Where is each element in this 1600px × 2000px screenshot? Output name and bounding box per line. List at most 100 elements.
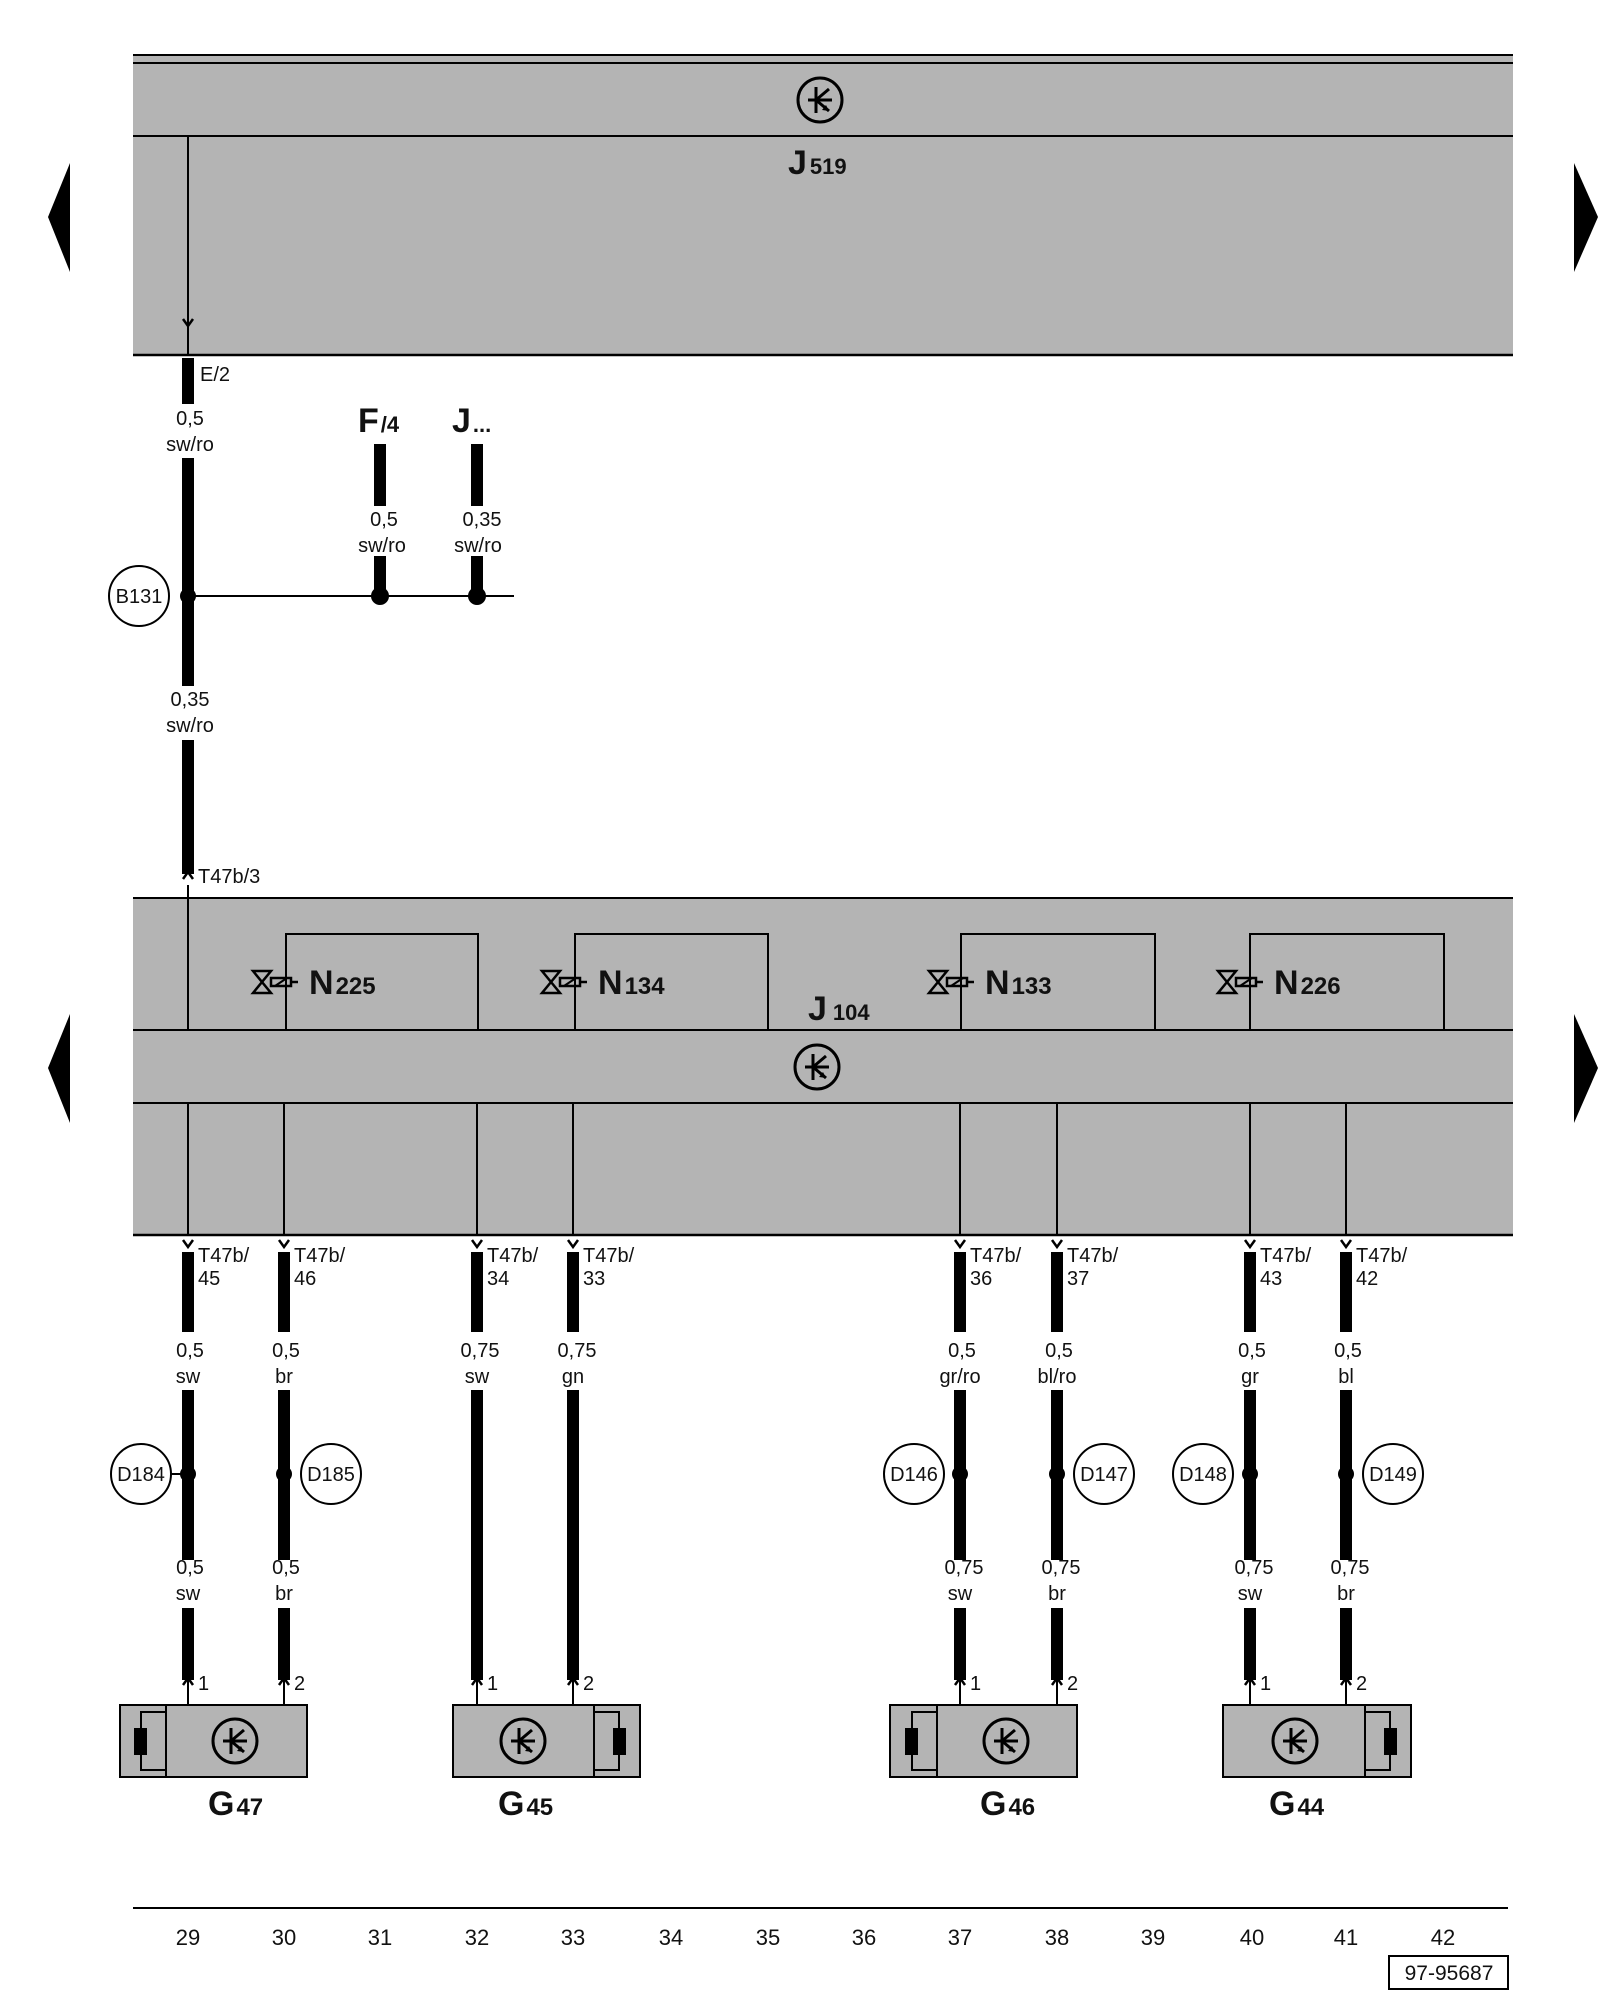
wire-size: 0,35 bbox=[463, 509, 502, 531]
upper-wiring: E/2 0,5 sw/ro F/4 J... 0,5 sw/ro 0,35 sw… bbox=[108, 136, 514, 888]
svg-text:T47b/: T47b/ bbox=[294, 1245, 346, 1267]
valve-n134: N134 bbox=[540, 933, 769, 1031]
wire-size: 0,75 bbox=[461, 1340, 500, 1362]
wire-color: sw bbox=[176, 1366, 201, 1388]
svg-text:30: 30 bbox=[272, 1925, 296, 1950]
wire-size: 0,5 bbox=[176, 1340, 204, 1362]
splice-b131 bbox=[108, 565, 170, 627]
svg-text:45: 45 bbox=[198, 1268, 220, 1290]
svg-text:42: 42 bbox=[1431, 1925, 1455, 1950]
svg-text:29: 29 bbox=[176, 1925, 200, 1950]
navigation-arrow-left-icon[interactable] bbox=[48, 1014, 70, 1123]
wire-color: sw/ro bbox=[166, 715, 214, 737]
svg-text:36: 36 bbox=[852, 1925, 876, 1950]
sensor-g45: G45 bbox=[452, 1704, 641, 1823]
wire-size: 0,5 bbox=[176, 408, 204, 430]
svg-text:40: 40 bbox=[1240, 1925, 1264, 1950]
svg-text:G47: G47 bbox=[208, 1785, 263, 1823]
splice-d147: D147 bbox=[1049, 1443, 1135, 1505]
pin-e2: E/2 bbox=[200, 364, 230, 386]
connector-pin-43: T47b/ 43 bbox=[1243, 1238, 1312, 1290]
sensor-pin: 1 bbox=[953, 1673, 981, 1705]
svg-text:1: 1 bbox=[1260, 1673, 1271, 1695]
valve-n133: N133 bbox=[927, 933, 1156, 1031]
wire-color: gn bbox=[562, 1366, 584, 1388]
connector-pin-42: T47b/ 42 bbox=[1339, 1238, 1408, 1290]
wire-size: 0,5 bbox=[1045, 1340, 1073, 1362]
wire-size: 0,75 bbox=[1331, 1557, 1370, 1579]
svg-text:N133: N133 bbox=[985, 964, 1052, 1002]
sensor-pin: 1 bbox=[1243, 1673, 1271, 1705]
svg-text:41: 41 bbox=[1334, 1925, 1358, 1950]
svg-text:N226: N226 bbox=[1274, 964, 1341, 1002]
current-track-axis: 29 30 31 32 33 34 35 36 37 38 39 40 41 4… bbox=[133, 1907, 1508, 1950]
splice-d184: D184 bbox=[110, 1443, 196, 1505]
fuse-f-label: F/4 bbox=[358, 402, 400, 440]
relay-j-label: J... bbox=[452, 402, 491, 440]
splice-d148: D148 bbox=[1172, 1443, 1258, 1505]
svg-text:T47b/: T47b/ bbox=[970, 1245, 1022, 1267]
diagram-id-box: 97-95687 bbox=[1388, 1955, 1509, 1990]
svg-text:D148: D148 bbox=[1179, 1464, 1227, 1486]
splice-d185: D185 bbox=[276, 1443, 362, 1505]
wire-color: br bbox=[275, 1583, 293, 1605]
wire-color: br bbox=[1337, 1583, 1355, 1605]
sensor-pin: 2 bbox=[277, 1673, 305, 1705]
sensor-pin: 2 bbox=[1339, 1673, 1367, 1705]
valve-n225: N225 bbox=[251, 933, 479, 1031]
wire-color: sw bbox=[948, 1583, 973, 1605]
wire-size: 0,5 bbox=[272, 1340, 300, 1362]
svg-text:T47b/: T47b/ bbox=[1260, 1245, 1312, 1267]
svg-text:2: 2 bbox=[1356, 1673, 1367, 1695]
connector-pin-34: T47b/ 34 bbox=[470, 1238, 539, 1290]
svg-text:31: 31 bbox=[368, 1925, 392, 1950]
svg-text:T47b/: T47b/ bbox=[198, 1245, 250, 1267]
svg-text:D185: D185 bbox=[307, 1464, 355, 1486]
svg-text:D149: D149 bbox=[1369, 1464, 1417, 1486]
svg-text:2: 2 bbox=[583, 1673, 594, 1695]
svg-text:34: 34 bbox=[659, 1925, 683, 1950]
wire-size: 0,5 bbox=[1238, 1340, 1266, 1362]
wire-size: 0,5 bbox=[272, 1557, 300, 1579]
splice-d146: D146 bbox=[883, 1443, 968, 1505]
svg-text:43: 43 bbox=[1260, 1268, 1282, 1290]
sensor-g46: G46 bbox=[889, 1704, 1078, 1823]
svg-text:34: 34 bbox=[487, 1268, 509, 1290]
svg-text:1: 1 bbox=[198, 1673, 209, 1695]
wire-size: 0,5 bbox=[370, 509, 398, 531]
splice-d149: D149 bbox=[1338, 1443, 1424, 1505]
svg-text:T47b/: T47b/ bbox=[583, 1245, 635, 1267]
svg-text:D184: D184 bbox=[117, 1464, 165, 1486]
navigation-arrow-right-icon[interactable] bbox=[1574, 1014, 1598, 1123]
wire-size: 0,75 bbox=[945, 1557, 984, 1579]
connector-pin-37: T47b/ 37 bbox=[1050, 1238, 1119, 1290]
sensor-g44: G44 bbox=[1222, 1704, 1412, 1823]
navigation-arrow-left-icon[interactable] bbox=[48, 163, 70, 272]
diagram-id: 97-95687 bbox=[1405, 1962, 1494, 1985]
sensor-pin: 1 bbox=[470, 1673, 498, 1705]
wire-color: sw bbox=[176, 1583, 201, 1605]
pin-t47b3: T47b/3 bbox=[198, 866, 260, 888]
svg-text:35: 35 bbox=[756, 1925, 780, 1950]
svg-text:42: 42 bbox=[1356, 1268, 1378, 1290]
svg-text:D146: D146 bbox=[890, 1464, 938, 1486]
svg-text:33: 33 bbox=[583, 1268, 605, 1290]
navigation-arrow-right-icon[interactable] bbox=[1574, 163, 1598, 272]
wire-color: br bbox=[275, 1366, 293, 1388]
svg-text:N134: N134 bbox=[598, 964, 665, 1002]
svg-text:G46: G46 bbox=[980, 1785, 1035, 1823]
svg-text:T47b/: T47b/ bbox=[1067, 1245, 1119, 1267]
wire-color: sw bbox=[1238, 1583, 1263, 1605]
wire-color: sw/ro bbox=[166, 434, 214, 456]
wire-color: bl/ro bbox=[1038, 1366, 1077, 1388]
svg-text:D147: D147 bbox=[1080, 1464, 1128, 1486]
connector-pin-36: T47b/ 36 bbox=[953, 1238, 1022, 1290]
svg-text:T47b/: T47b/ bbox=[1356, 1245, 1408, 1267]
svg-text:1: 1 bbox=[487, 1673, 498, 1695]
svg-text:2: 2 bbox=[1067, 1673, 1078, 1695]
sensor-pin: 1 bbox=[181, 1673, 209, 1705]
wire-size: 0,75 bbox=[1042, 1557, 1081, 1579]
